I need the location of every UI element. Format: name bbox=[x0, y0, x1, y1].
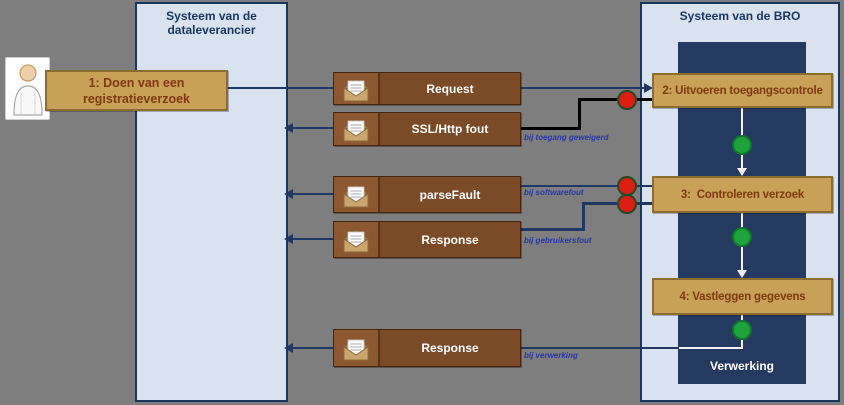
error-dot-software bbox=[617, 176, 637, 196]
userfault-path-bottom bbox=[521, 228, 585, 231]
envelope-icon bbox=[342, 119, 370, 142]
processing-label: Verwerking bbox=[709, 359, 775, 373]
annotation-softwarefout: bij softwarefout bbox=[524, 188, 584, 197]
parsefault-right-line bbox=[521, 185, 652, 187]
envelope-icon bbox=[342, 229, 370, 252]
activity-4-label: 4: Vastleggen gegevens bbox=[679, 290, 806, 303]
message-ssl-http-fout-label: SSL/Http fout bbox=[411, 122, 489, 136]
flow-arrowhead-1-icon bbox=[737, 168, 747, 176]
activity-3-controleren-verzoek: 3: Controleren verzoek bbox=[652, 176, 833, 213]
ok-dot-1 bbox=[732, 135, 752, 155]
userfault-path-vertical bbox=[582, 202, 585, 231]
activity-3-label: 3: Controleren verzoek bbox=[680, 188, 805, 201]
annotation-gebruikersfout: bij gebruikersfout bbox=[524, 236, 592, 245]
message-request-label: Request bbox=[426, 81, 474, 96]
parsefault-return-line bbox=[292, 193, 333, 195]
request-arrowhead-icon bbox=[644, 83, 653, 93]
processing-exit-line bbox=[679, 347, 743, 349]
lane-data-supplier: Systeem van de dataleverancier bbox=[135, 2, 288, 402]
envelope-icon bbox=[342, 184, 370, 207]
activity-1-registratieverzoek: 1: Doen van een registratieverzoek bbox=[45, 70, 228, 111]
annotation-toegang-geweigerd: bij toegang geweigerd bbox=[524, 133, 609, 142]
ok-dot-3 bbox=[732, 320, 752, 340]
person-icon bbox=[12, 63, 43, 116]
envelope-icon bbox=[342, 338, 370, 361]
ok-dot-2 bbox=[732, 227, 752, 247]
activity-4-vastleggen-gegevens: 4: Vastleggen gegevens bbox=[652, 278, 833, 315]
envelope-icon bbox=[342, 78, 370, 101]
activity-2-toegangscontrole: 2: Uitvoeren toegangscontrole bbox=[652, 73, 833, 108]
lane-data-supplier-title: Systeem van de dataleverancier bbox=[166, 9, 257, 37]
message-response-final-label: Response bbox=[421, 341, 479, 355]
message-response-validation-label: Response bbox=[421, 232, 479, 247]
lane-bro-title: Systeem van de BRO bbox=[679, 9, 801, 23]
activity-2-label: 2: Uitvoeren toegangscontrole bbox=[662, 84, 823, 97]
annotation-verwerking: bij verwerking bbox=[524, 351, 578, 360]
message-response-validation: Response bbox=[333, 221, 521, 258]
message-response-final: Response bbox=[333, 329, 521, 367]
flow-arrowhead-2-icon bbox=[737, 270, 747, 278]
error-path-vertical bbox=[578, 98, 581, 130]
error-dot-access bbox=[617, 90, 637, 110]
error-path-top bbox=[578, 98, 652, 101]
actor-box bbox=[5, 57, 50, 120]
error-path-bottom bbox=[521, 127, 581, 130]
message-parsefault: parseFault bbox=[333, 176, 521, 213]
parsefault-arrowhead-icon bbox=[284, 189, 293, 199]
ssl-return-arrowhead-icon bbox=[284, 123, 293, 133]
response2-return-line bbox=[292, 238, 333, 240]
message-parsefault-label: parseFault bbox=[419, 187, 481, 202]
activity-1-label: 1: Doen van een registratieverzoek bbox=[82, 75, 190, 106]
final-response-arrowhead-icon bbox=[284, 343, 293, 353]
message-ssl-http-fout: SSL/Http fout bbox=[333, 112, 521, 146]
response2-arrowhead-icon bbox=[284, 234, 293, 244]
error-dot-user bbox=[617, 194, 637, 214]
message-request: Request bbox=[333, 72, 521, 105]
ssl-return-line bbox=[292, 127, 333, 129]
